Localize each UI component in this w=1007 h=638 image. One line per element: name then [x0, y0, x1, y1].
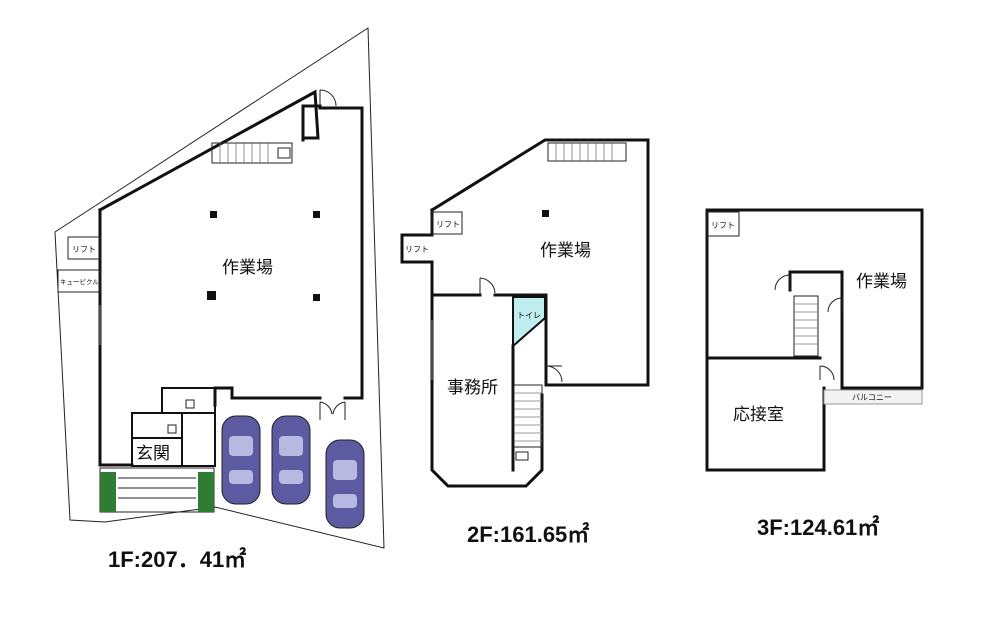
car-2 [271, 415, 311, 505]
plant-left [100, 472, 116, 512]
column [210, 211, 217, 218]
column [313, 294, 320, 301]
front-steps-1f [99, 467, 215, 513]
door-3f-1 [774, 274, 791, 291]
door-3f-2 [827, 297, 843, 313]
column [542, 210, 549, 217]
floor-2-outer-wall [400, 138, 650, 387]
entrance-1f-label: 玄関 [136, 444, 170, 464]
floor-3-area: 3F:124.61㎡ [757, 515, 879, 540]
door-2f [479, 277, 496, 295]
toilet-fixture [185, 399, 195, 409]
office-2f-label: 事務所 [447, 378, 498, 398]
balcony-3f [823, 389, 923, 405]
floor-1-outer-wall [97, 89, 364, 467]
car-3 [325, 439, 365, 529]
door-2f-office [545, 365, 563, 383]
column [207, 291, 216, 300]
plant-right [198, 472, 214, 512]
lift-1f [67, 236, 101, 260]
hall-1f [181, 412, 216, 467]
work-area-2f-label: 作業場 [540, 241, 591, 261]
lift-3f [706, 211, 740, 237]
toilet-2f [512, 296, 546, 349]
floor-2-area: 2F:161.65㎡ [467, 522, 589, 547]
floor-3-plan: リフト 作業場 応接室 バルコニー 3F:124.61㎡ [705, 208, 924, 540]
toilet-2f-label: トイレ [517, 311, 541, 320]
balcony-3f-label: バルコニー [852, 393, 892, 402]
reception-3f-label: 応接室 [733, 405, 784, 425]
work-area-3f-label: 作業場 [856, 272, 907, 292]
lift-3f-label: リフト [711, 221, 735, 230]
lift-1f-label: リフト [72, 245, 96, 254]
door-3f-3 [819, 365, 835, 381]
floor-3-outer-wall [705, 208, 924, 472]
stair-1f [211, 142, 293, 164]
door-1f-top [319, 89, 337, 107]
column [313, 211, 320, 218]
stair-2f-main [513, 384, 543, 461]
cubicle-1f [57, 269, 101, 293]
toilet-fixture [167, 424, 177, 434]
lift-2f-2-label: リフト [405, 245, 429, 254]
floor-2-plan: リフト リフト 作業場 トイレ 事務所 [400, 138, 650, 547]
site-boundary [54, 27, 385, 549]
door-1f-bottom [319, 401, 346, 420]
floor-1-area: 1F:207．41㎡ [108, 547, 246, 572]
office-2f-wall [430, 293, 544, 488]
work-area-1f-label: 作業場 [222, 258, 273, 278]
floor-1-plan: リフト キュービクル 作業場 玄関 [54, 27, 385, 572]
stair-3f [793, 295, 819, 357]
car-1 [221, 415, 261, 505]
lift-2f-1-label: リフト [436, 220, 460, 229]
cubicle-1f-label: キュービクル [60, 277, 99, 286]
stair-2f-top [547, 142, 627, 162]
lift-2f-1 [431, 211, 463, 235]
